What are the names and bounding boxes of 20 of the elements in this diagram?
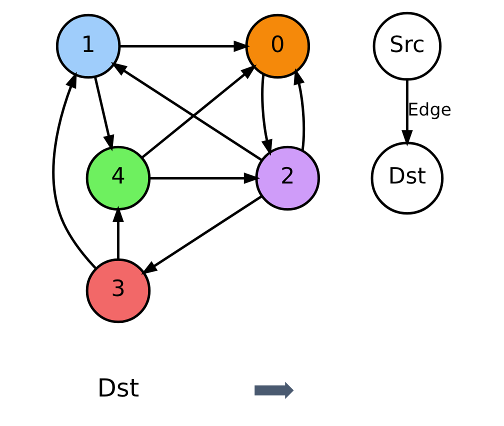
arrow — [119, 40, 250, 52]
arrow — [260, 74, 272, 156]
node-circle: Src — [372, 12, 442, 81]
arrow — [140, 195, 262, 275]
arrow — [93, 76, 114, 152]
arrow — [112, 206, 124, 260]
node-circle: 4 — [85, 146, 150, 211]
arrow — [140, 64, 256, 158]
node-circle: 0 — [244, 14, 310, 79]
node-circle: Dst — [370, 142, 444, 215]
arrow — [149, 172, 260, 184]
edge-label: Edge — [407, 100, 452, 121]
label: Dst — [96, 374, 139, 403]
node-circle: 1 — [55, 14, 120, 79]
arrow — [401, 80, 412, 146]
node-circle: 3 — [85, 258, 150, 324]
arrow — [52, 72, 96, 270]
arrow — [293, 68, 305, 151]
node-circle: 2 — [254, 146, 320, 211]
arrow — [110, 62, 262, 162]
